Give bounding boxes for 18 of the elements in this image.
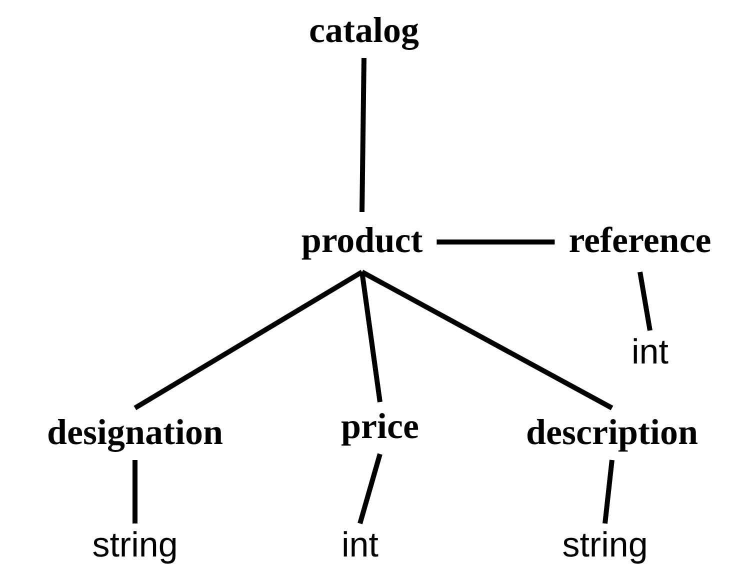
element-label: designation <box>46 414 224 450</box>
connector-line <box>360 270 614 410</box>
connector-line <box>358 453 382 524</box>
connector-line <box>134 270 364 410</box>
element-label: catalog <box>309 12 419 48</box>
type-label: string <box>562 528 648 562</box>
connector-line <box>602 460 614 524</box>
connector-line <box>436 240 555 244</box>
element-label: product <box>301 222 423 258</box>
element-label: description <box>526 414 698 450</box>
element-label: reference <box>568 222 712 258</box>
type-label: int <box>342 528 378 562</box>
type-label: int <box>632 334 668 370</box>
connector-line <box>638 272 652 331</box>
type-label: string <box>92 528 178 562</box>
connector-line <box>132 460 138 524</box>
element-label: price <box>341 408 419 444</box>
connector-line <box>360 58 366 212</box>
